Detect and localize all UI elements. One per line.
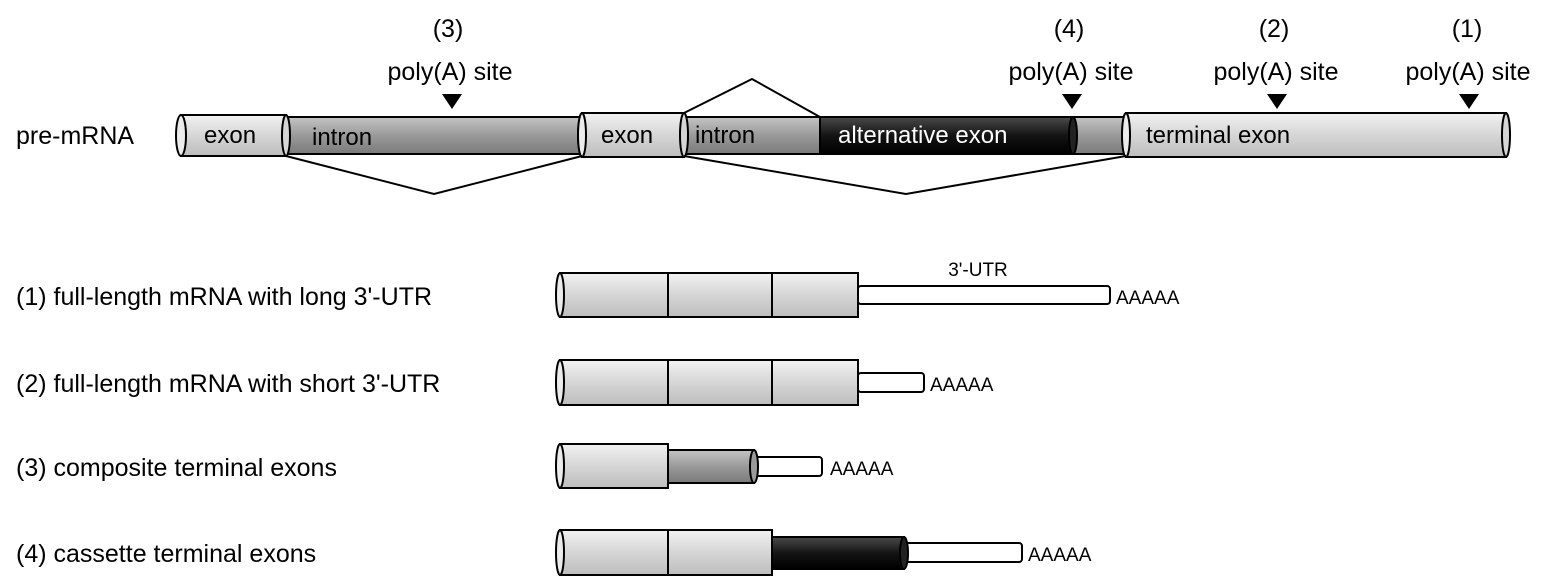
isoform-3	[555, 443, 823, 489]
polya-site-2: (2) poly(A) site	[1213, 15, 1339, 109]
exon-segment	[559, 529, 773, 576]
polya-arrow-icon	[442, 94, 462, 109]
polya-tail-label: AAAAA	[930, 375, 994, 396]
polya-site-number: (4)	[1054, 15, 1085, 43]
polya-arrow-icon	[1459, 94, 1479, 109]
exon-segment	[180, 114, 287, 157]
alternative-exon-segment	[819, 116, 1074, 155]
utr-segment	[857, 285, 1111, 305]
intron-label: intron	[312, 124, 372, 151]
splice-lines	[285, 77, 1127, 196]
isoform-label: (3) composite terminal exons	[16, 454, 337, 482]
splice-junction-line	[285, 155, 583, 196]
polya-site-number: (3)	[433, 15, 464, 43]
intron-segment	[667, 449, 755, 484]
isoform-label: (2) full-length mRNA with short 3'-UTR	[16, 370, 440, 398]
polya-arrow-icon	[1267, 94, 1287, 109]
intron-label: intron	[695, 122, 755, 149]
polya-site-3: (3) poly(A) site	[387, 15, 513, 109]
polya-tail-label: AAAAA	[1028, 545, 1092, 566]
polya-site-4: (4) poly(A) site	[1008, 15, 1134, 109]
isoform-1	[555, 272, 1111, 318]
pre-mrna-label: pre-mRNA	[16, 122, 134, 150]
polya-site-number: (1)	[1452, 15, 1483, 43]
exon-segment	[559, 359, 859, 406]
exon-segment	[559, 443, 669, 489]
utr-segment	[753, 456, 823, 477]
polya-site-label: poly(A) site	[1213, 58, 1338, 86]
exon-label: exon	[204, 122, 256, 149]
isoform-label: (4) cassette terminal exons	[16, 540, 316, 568]
isoform-2	[555, 359, 925, 406]
splice-junction-line	[683, 155, 1127, 196]
polya-site-label: poly(A) site	[1405, 58, 1530, 86]
polya-site-number: (2)	[1259, 15, 1290, 43]
isoform-4	[555, 529, 1023, 576]
isoform-label: (1) full-length mRNA with long 3'-UTR	[16, 283, 432, 311]
exon-label: exon	[601, 122, 653, 149]
polya-site-label: poly(A) site	[1008, 58, 1133, 86]
alternative-exon-segment	[771, 536, 905, 570]
exon-segment	[559, 272, 859, 318]
splice-junction-line	[683, 77, 821, 118]
utr-segment	[857, 372, 925, 393]
terminal-exon-segment	[1125, 112, 1507, 158]
utr-label: 3'-UTR	[948, 260, 1008, 281]
exon-segment	[581, 112, 685, 158]
utr-segment	[903, 542, 1023, 563]
polya-site-1: (1) poly(A) site	[1405, 15, 1531, 109]
pre-mrna	[175, 112, 1511, 158]
polya-tail-label: AAAAA	[1116, 288, 1180, 309]
polya-arrow-icon	[1062, 94, 1082, 109]
terminal-exon-label: terminal exon	[1146, 122, 1290, 149]
alternative-exon-label: alternative exon	[838, 122, 1007, 149]
polya-tail-label: AAAAA	[830, 459, 894, 480]
polya-site-label: poly(A) site	[387, 58, 512, 86]
